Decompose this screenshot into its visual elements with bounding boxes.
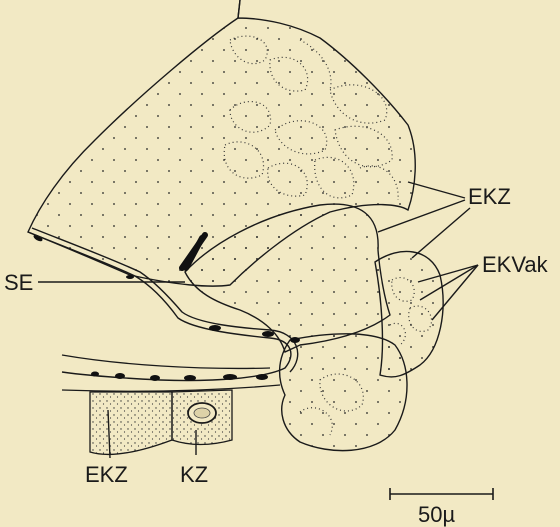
scale-bar: 50µ [390, 488, 493, 527]
label-se: SE [4, 270, 33, 295]
kz-cell [172, 390, 232, 445]
scale-bar-label: 50µ [418, 502, 455, 527]
label-kz: KZ [180, 462, 208, 487]
label-ekvak: EKVak [482, 252, 549, 277]
label-ekz-bottom: EKZ [85, 462, 128, 487]
label-ekz-top: EKZ [468, 184, 511, 209]
lower-epithelial-cell [280, 334, 407, 451]
ekz-bottom-cell [90, 392, 172, 454]
